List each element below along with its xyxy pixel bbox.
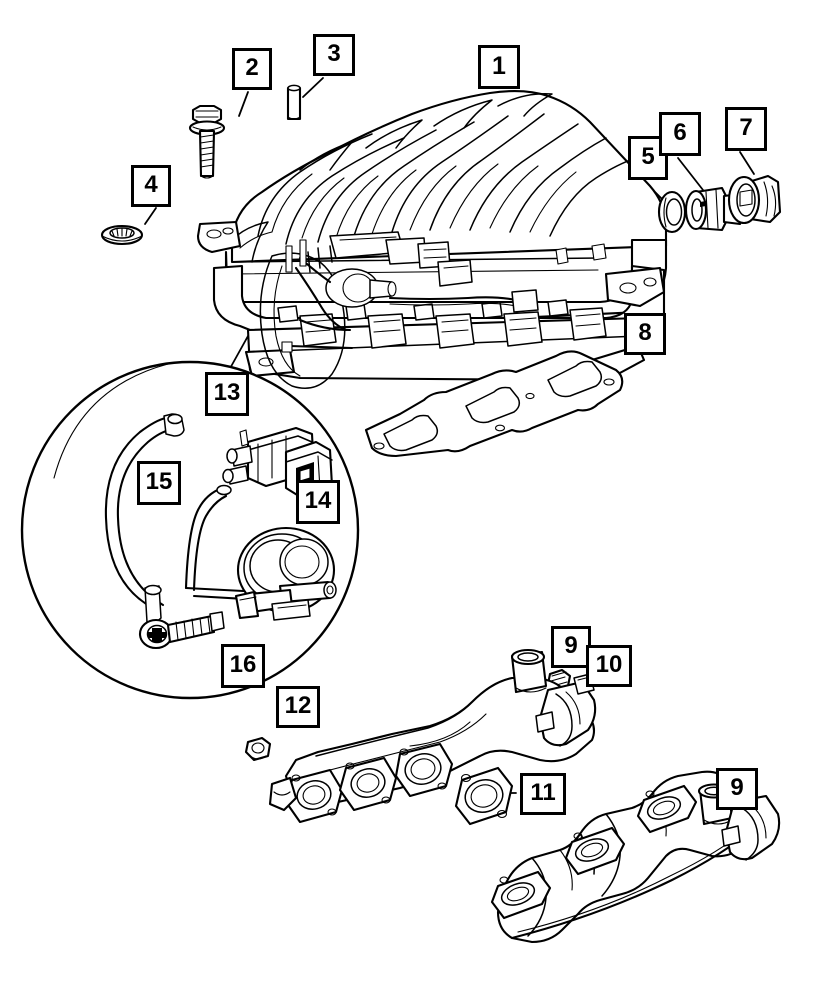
callout-11-exhaust-gasket[interactable]: 11	[520, 773, 566, 815]
callout-12-egr-detail-circle[interactable]: 12	[276, 686, 320, 728]
callout-3-spacer[interactable]: 3	[313, 34, 355, 76]
callout-label: 15	[145, 468, 173, 495]
callout-4-seal-washer[interactable]: 4	[131, 165, 171, 207]
part-egr-valve	[234, 526, 337, 621]
callout-2-bolt[interactable]: 2	[232, 48, 272, 90]
part-vacuum-hose	[104, 413, 185, 624]
callout-7-housing[interactable]: 7	[725, 107, 767, 151]
exhaust-ports-left	[284, 742, 454, 824]
callout-label: 8	[638, 319, 652, 346]
part-exhaust-manifold-left	[268, 648, 597, 824]
callout-label: 1	[492, 51, 506, 80]
detail-circle-egr	[20, 335, 360, 700]
part-bolt	[188, 104, 226, 179]
part-spacer	[286, 84, 302, 121]
callout-9-exhaust-manifold-left[interactable]: 9	[551, 626, 591, 668]
callout-label: 4	[144, 171, 158, 198]
callout-label: 14	[304, 487, 332, 514]
callout-15-vacuum-hose[interactable]: 15	[137, 461, 181, 505]
callout-8-intake-gasket[interactable]: 8	[624, 313, 666, 355]
callout-label: 9	[730, 774, 744, 801]
part-screw	[138, 611, 225, 650]
callout-label: 7	[739, 114, 753, 141]
exhaust-ports-right	[490, 784, 698, 920]
part-intake-manifold	[196, 90, 668, 389]
part-housing	[727, 174, 782, 225]
callout-label: 5	[641, 143, 655, 170]
part-nut-left	[244, 736, 272, 762]
callout-label: 13	[213, 379, 241, 406]
callout-1-intake-manifold[interactable]: 1	[478, 45, 520, 89]
manifold-front-hardware	[259, 231, 539, 389]
callout-label: 10	[595, 651, 623, 678]
callout-label: 9	[564, 632, 578, 659]
callout-9-exhaust-manifold-right[interactable]: 9	[716, 768, 758, 810]
callout-label: 12	[284, 692, 312, 719]
callout-label: 16	[229, 651, 257, 678]
part-exhaust-gasket	[454, 766, 514, 826]
callout-label: 11	[530, 779, 556, 806]
callout-14-connector[interactable]: 14	[296, 480, 340, 524]
callout-label: 2	[245, 54, 259, 81]
callout-label: 3	[327, 40, 341, 67]
part-o-ring	[657, 190, 687, 234]
manifold-runners	[257, 93, 637, 245]
part-intake-gasket	[364, 350, 624, 458]
part-seal-washer	[100, 224, 144, 246]
callout-13-solenoid[interactable]: 13	[205, 372, 249, 416]
manifold-ports	[299, 307, 607, 349]
callout-6-valve[interactable]: 6	[659, 112, 701, 156]
callout-10-nut[interactable]: 10	[586, 645, 632, 687]
manifold-bosses	[277, 299, 569, 323]
callout-16-screw[interactable]: 16	[221, 644, 265, 688]
callout-label: 6	[673, 119, 687, 146]
